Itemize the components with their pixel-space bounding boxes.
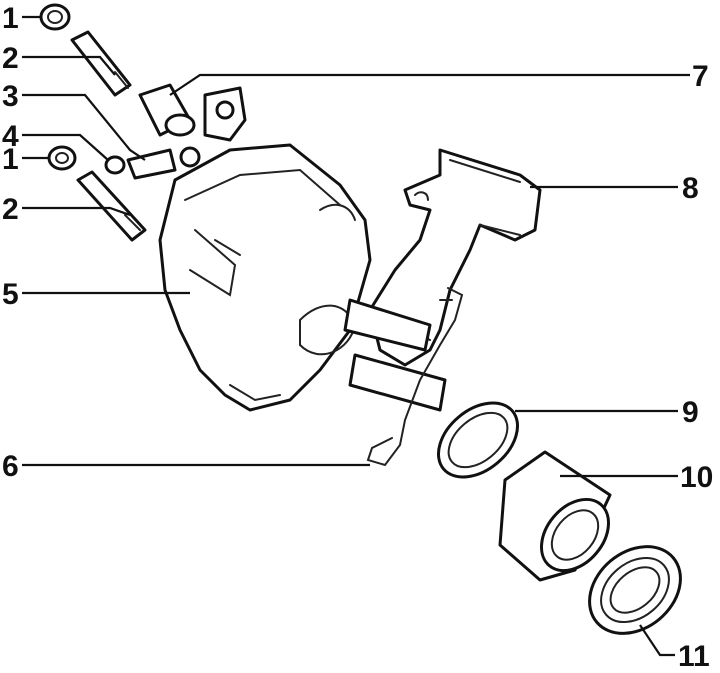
dust-boot	[588, 545, 682, 635]
callout-2-upper: 2	[2, 42, 19, 75]
leader-line-3	[22, 93, 146, 161]
guide-sleeve-upper	[138, 83, 196, 137]
dust-cap-lower	[47, 145, 77, 171]
callout-5: 5	[2, 278, 19, 311]
callout-1-lower: 1	[2, 143, 19, 176]
leader-lines	[22, 15, 690, 657]
callout-3: 3	[2, 80, 19, 113]
anti-rattle-spring	[366, 287, 464, 467]
guide-pin-upper	[70, 30, 132, 97]
callout-2-lower: 2	[2, 193, 19, 226]
callout-4: 4	[2, 120, 19, 153]
bleed-screw	[126, 148, 177, 180]
leader-line-2-lower	[22, 206, 131, 217]
callout-9: 9	[682, 396, 699, 429]
callout-10: 10	[680, 461, 713, 494]
leader-line-11	[639, 624, 675, 657]
callout-6: 6	[2, 450, 19, 483]
bleed-cap	[104, 155, 126, 175]
caliper-body	[158, 143, 372, 412]
leader-line-2-upper	[22, 55, 116, 76]
bleed-nipple-mount	[179, 86, 247, 168]
leader-line-7	[169, 73, 690, 96]
callout-8: 8	[682, 172, 699, 205]
callout-11: 11	[678, 640, 710, 673]
callout-7: 7	[692, 60, 709, 93]
dust-cap-upper	[39, 3, 71, 31]
caliper-bracket	[368, 148, 542, 367]
piston-seal	[437, 401, 519, 479]
guide-pin-lower	[76, 170, 147, 242]
brake-pads	[343, 298, 447, 412]
leader-line-4	[22, 133, 109, 161]
callout-1-upper: 1	[2, 2, 19, 35]
piston	[498, 450, 612, 582]
